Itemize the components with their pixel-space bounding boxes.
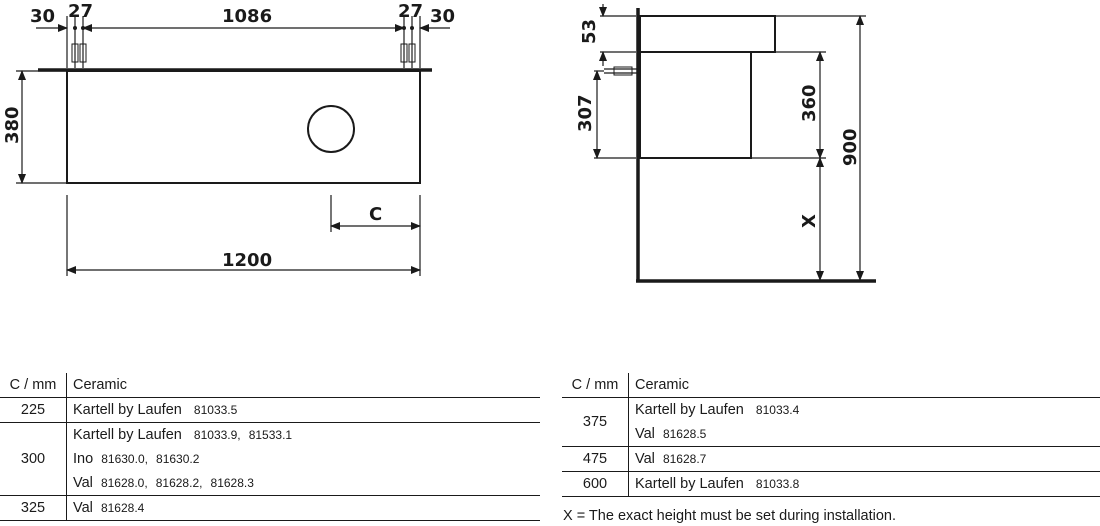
- list-item: Val 81628.0, 81628.2, 81628.3: [73, 471, 540, 495]
- product-name: Kartell by Laufen: [73, 427, 182, 443]
- list-item: Kartell by Laufen 81033.5: [73, 398, 540, 422]
- product-ref: 81033.4: [755, 403, 800, 417]
- product-ref: 81628.5: [662, 427, 707, 441]
- header-c: C / mm: [562, 373, 629, 398]
- installation-note: X = The exact height must be set during …: [563, 508, 897, 524]
- list-item: Val 81628.5: [635, 422, 1100, 446]
- header-c: C / mm: [0, 373, 67, 398]
- wall-bracket-right-icon: [400, 16, 416, 68]
- dim-c: C: [369, 204, 382, 225]
- row-c-value: 475: [562, 446, 629, 472]
- side-view: 53 307 360 X 900: [575, 4, 876, 283]
- table-row: 600 Kartell by Laufen 81033.8: [562, 471, 1100, 497]
- product-ref: 81630.2: [156, 452, 200, 466]
- dim-1086: 1086: [222, 6, 272, 27]
- wall-bracket-left-icon: [71, 16, 87, 68]
- row-c-value: 300: [0, 422, 67, 496]
- row-c-value: 225: [0, 397, 67, 423]
- product-ref: 81628.2,: [155, 476, 203, 490]
- dim-30-left: 30: [30, 6, 55, 27]
- table-row: 225 Kartell by Laufen 81033.5: [0, 397, 540, 423]
- product-ref: 81628.7: [662, 452, 707, 466]
- product-name: Kartell by Laufen: [73, 402, 182, 418]
- product-name: Val: [73, 475, 93, 491]
- product-name: Val: [73, 500, 93, 516]
- dim-360: 360: [799, 84, 820, 122]
- compatibility-table-right: C / mm Ceramic 375 Kartell by Laufen 810…: [562, 373, 1100, 497]
- side-countertop: [639, 15, 776, 53]
- row-c-value: 325: [0, 495, 67, 521]
- header-ceramic: Ceramic: [635, 377, 689, 393]
- dim-900: 900: [840, 128, 861, 166]
- dim-1200: 1200: [222, 250, 272, 271]
- list-item: Ino 81630.0, 81630.2: [73, 447, 540, 471]
- dim-307: 307: [575, 94, 596, 132]
- table-header: C / mm Ceramic: [562, 373, 1100, 398]
- list-item: Kartell by Laufen 81033.8: [635, 472, 1100, 496]
- front-view: 30 27 1086 27 30 380 C 1200: [2, 1, 455, 276]
- table-row: 325 Val 81628.4: [0, 495, 540, 521]
- product-ref: 81628.4: [100, 501, 145, 515]
- dim-27-left: 27: [68, 1, 93, 22]
- product-name: Kartell by Laufen: [635, 476, 744, 492]
- row-c-value: 600: [562, 471, 629, 497]
- product-ref: 81533.1: [248, 428, 293, 442]
- product-ref: 81033.8: [755, 477, 800, 491]
- table-row: 375 Kartell by Laufen 81033.4 Val 81628.…: [562, 397, 1100, 447]
- list-item: Val 81628.7: [635, 447, 1100, 471]
- product-ref: 81033.5: [193, 403, 238, 417]
- list-item: Kartell by Laufen 81033.9, 81533.1: [73, 423, 540, 447]
- product-name: Val: [635, 426, 655, 442]
- compatibility-table-left: C / mm Ceramic 225 Kartell by Laufen 810…: [0, 373, 540, 521]
- list-item: Kartell by Laufen 81033.4: [635, 398, 1100, 422]
- table-row: 475 Val 81628.7: [562, 446, 1100, 472]
- table-header: C / mm Ceramic: [0, 373, 540, 398]
- dim-380: 380: [2, 106, 23, 144]
- wall-bolt-icon: [604, 66, 638, 76]
- product-ref: 81628.0,: [100, 476, 148, 490]
- product-name: Ino: [73, 451, 94, 467]
- header-ceramic: Ceramic: [73, 377, 127, 393]
- table-row: 300 Kartell by Laufen 81033.9, 81533.1 I…: [0, 422, 540, 496]
- drain-circle-icon: [307, 105, 355, 153]
- dim-30-right: 30: [430, 6, 455, 27]
- list-item: Val 81628.4: [73, 496, 540, 520]
- product-name: Kartell by Laufen: [635, 402, 744, 418]
- row-c-value: 375: [562, 397, 629, 447]
- dim-53: 53: [579, 19, 600, 44]
- product-ref: 81630.0,: [101, 452, 148, 466]
- dim-27-right: 27: [398, 1, 423, 22]
- side-cabinet: [639, 51, 752, 159]
- dim-x: X: [799, 214, 820, 228]
- product-ref: 81628.3: [210, 476, 254, 490]
- product-name: Val: [635, 451, 655, 467]
- technical-drawing: 30 27 1086 27 30 380 C 1200: [2, 1, 876, 283]
- front-cabinet: [66, 70, 421, 184]
- product-ref: 81033.9,: [193, 428, 241, 442]
